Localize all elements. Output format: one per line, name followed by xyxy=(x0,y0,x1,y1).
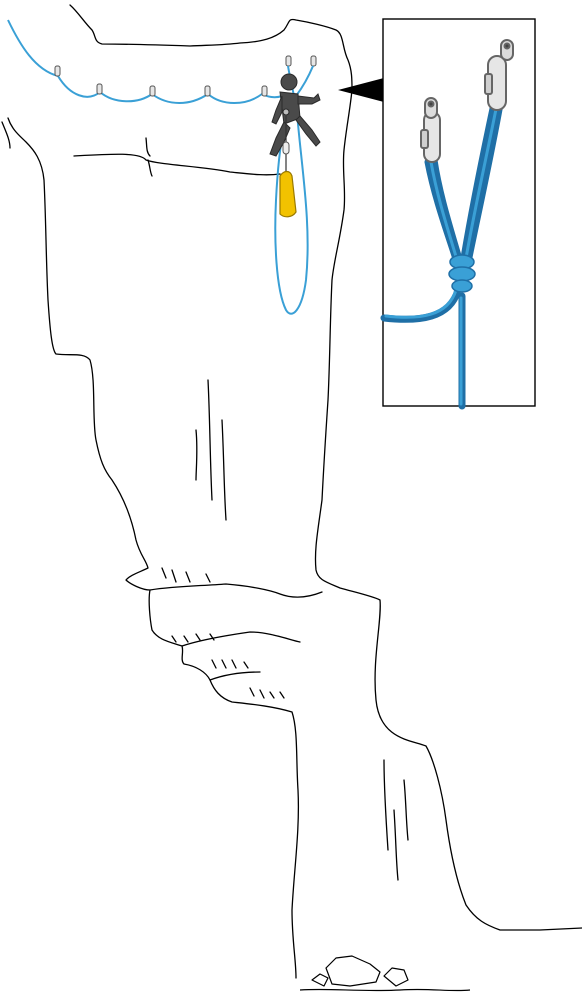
bolt-icon xyxy=(262,86,267,96)
bag-body xyxy=(280,172,296,217)
ledge-1 xyxy=(74,154,280,175)
traverse-rope-line xyxy=(8,20,282,103)
ledge-2 xyxy=(150,584,322,597)
bolt-icon xyxy=(150,86,155,96)
cliff-top-edge xyxy=(70,5,352,90)
lower-crack-3 xyxy=(404,780,408,840)
climber-arm-right xyxy=(298,94,320,104)
hanger-right-hole xyxy=(505,44,510,49)
pillar-crack-1 xyxy=(208,380,212,500)
inset-pointer xyxy=(338,78,384,102)
hatching-3 xyxy=(212,660,248,668)
ledge-4 xyxy=(210,672,260,680)
knot-loop-2 xyxy=(449,267,475,281)
harness-ring xyxy=(283,109,289,115)
climber-helmet xyxy=(281,74,297,90)
hatching-1 xyxy=(162,568,210,582)
pillar-crack-3 xyxy=(222,420,226,520)
anchor-bolt-icon xyxy=(311,56,316,66)
hanger-left-hole xyxy=(429,102,434,107)
ground-line xyxy=(300,989,470,990)
knot-loop-3 xyxy=(452,280,472,292)
boulder-small-2 xyxy=(312,974,328,986)
bolt-icon xyxy=(55,66,60,76)
hatching-2 xyxy=(172,634,214,642)
traverse-rope xyxy=(8,20,282,103)
boulder-large xyxy=(326,956,380,986)
hatching-4 xyxy=(250,688,284,698)
lower-crack-2 xyxy=(394,810,398,880)
traverse-bolts xyxy=(55,56,316,96)
bolt-icon xyxy=(205,86,210,96)
anchor-bolt-icon xyxy=(286,56,291,66)
cliff-left-edge xyxy=(8,118,298,978)
climber-arm-left xyxy=(272,96,282,124)
carabiner-right-gate xyxy=(485,74,492,94)
knot-icon xyxy=(449,255,475,292)
lower-crack-1 xyxy=(384,760,388,850)
bag-carabiner-icon xyxy=(283,142,289,154)
ledge-1-crack xyxy=(146,138,152,176)
anchor-rope-right xyxy=(296,66,313,96)
inset-panel xyxy=(383,19,535,406)
bolt-icon xyxy=(97,84,102,94)
base-rocks xyxy=(300,956,470,991)
climber-figure xyxy=(270,74,320,156)
boulder-small-1 xyxy=(384,968,408,986)
left-wall-curve xyxy=(2,122,10,148)
pillar-crack-2 xyxy=(196,430,197,480)
carabiner-left-gate xyxy=(421,130,428,148)
